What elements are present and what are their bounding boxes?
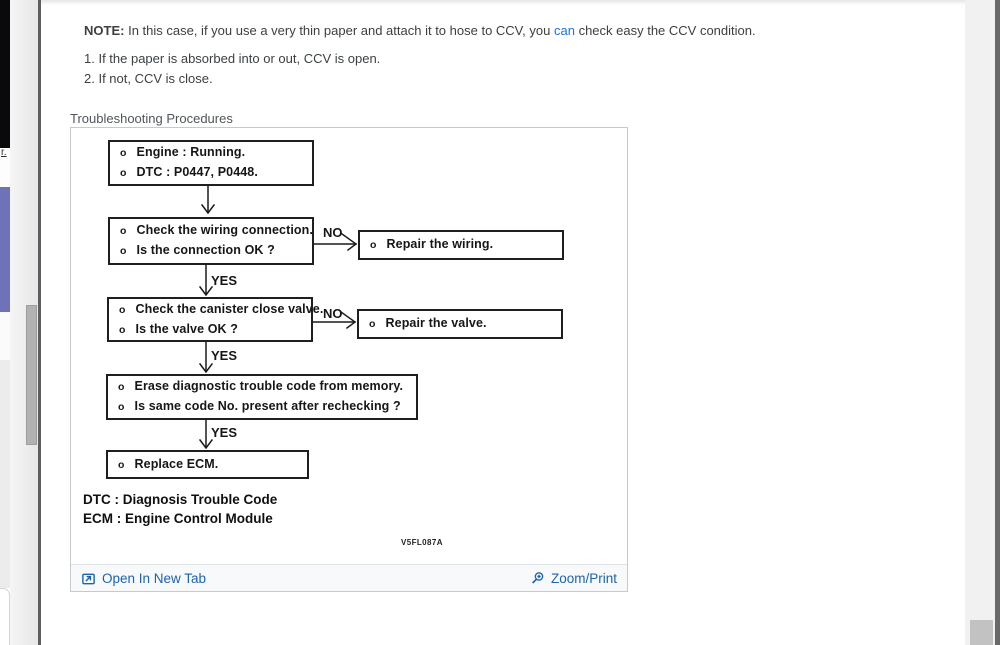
bullet: o xyxy=(120,225,127,237)
note-item-1: 1. If the paper is absorbed into or out,… xyxy=(84,51,381,66)
right-scrollbar-thumb[interactable] xyxy=(970,620,993,645)
zoom-print-button[interactable]: Zoom/Print xyxy=(530,571,617,586)
yes-label-3: YES xyxy=(211,425,238,440)
box-replace-ecm-line: Replace ECM. xyxy=(134,456,219,471)
bullet: o xyxy=(120,245,127,257)
box-repair-valve-line: Repair the valve. xyxy=(385,316,487,330)
box-check-valve-line-1: Check the canister close valve. xyxy=(135,301,324,316)
no-label-2: NO xyxy=(323,306,343,321)
background-window-sliver-purple xyxy=(0,187,10,499)
bullet: o xyxy=(118,458,125,471)
flowchart-box-check-valve: o Check the canister close valve. o Is the… xyxy=(107,297,323,342)
flowchart-box-check-wiring: o Check the wiring connection. o Is the co… xyxy=(108,217,314,265)
box-erase-code-line-1: Erase diagnostic trouble code from memor… xyxy=(134,379,404,393)
flowchart-box-replace-ecm: o Replace ECM. xyxy=(106,450,309,479)
legend-ecm: ECM : Engine Control Module xyxy=(83,511,273,526)
yes-label-1: YES xyxy=(211,273,238,288)
box-check-wiring-line-2: Is the connection OK ? xyxy=(136,243,275,257)
box-start-line-1: Engine : Running. xyxy=(136,145,246,159)
flowchart-box-repair-valve: o Repair the valve. xyxy=(357,309,563,339)
box-check-valve-line-2: Is the valve OK ? xyxy=(135,321,238,336)
open-in-new-tab-icon xyxy=(82,573,95,584)
bullet: o xyxy=(119,303,126,316)
note-text-before: In this case, if you use a very thin pap… xyxy=(128,23,551,38)
left-scrollbar-thumb[interactable] xyxy=(26,305,37,445)
figure-toolbar: Open In New Tab Zoom/Print xyxy=(71,564,627,591)
open-in-new-tab-button[interactable]: Open In New Tab xyxy=(81,571,206,586)
note-paragraph: NOTE: In this case, if you use a very th… xyxy=(84,23,944,38)
flowchart-box-erase-code: o Erase diagnostic trouble code from memo… xyxy=(106,374,418,420)
background-window-sliver-gray xyxy=(0,360,10,588)
note-link-word[interactable]: can xyxy=(553,23,575,38)
right-scrollbar-track[interactable] xyxy=(965,0,995,645)
yes-label-2: YES xyxy=(211,348,238,363)
bullet: o xyxy=(120,147,127,159)
top-shadow xyxy=(41,0,965,5)
legend-dtc: DTC : Diagnosis Trouble Code xyxy=(83,492,278,507)
bullet: o xyxy=(118,381,125,393)
figure-code: V5FL087A xyxy=(401,538,443,547)
note-label: NOTE: xyxy=(84,23,125,38)
zoom-print-label: Zoom/Print xyxy=(550,570,617,586)
box-check-wiring-line-1: Check the wiring connection. xyxy=(136,223,313,237)
window-divider xyxy=(38,0,41,645)
bullet: o xyxy=(119,323,126,336)
bullet: o xyxy=(369,318,376,330)
background-window-sliver-white xyxy=(0,312,10,360)
bullet: o xyxy=(120,167,127,179)
background-window-sliver-light xyxy=(0,148,10,187)
zoom-in-icon xyxy=(531,571,544,584)
left-panel-strip xyxy=(10,0,38,645)
box-erase-code-line-2: Is same code No. present after recheckin… xyxy=(134,399,401,413)
box-repair-wiring-line: Repair the wiring. xyxy=(386,237,494,251)
background-window-corner xyxy=(0,588,10,645)
section-title: Troubleshooting Procedures xyxy=(70,111,233,126)
flowchart-box-repair-wiring: o Repair the wiring. xyxy=(358,230,564,260)
clipped-link-fragment: r. xyxy=(1,147,7,158)
bullet: o xyxy=(118,401,125,413)
open-in-new-tab-label: Open In New Tab xyxy=(102,570,207,586)
bullet: o xyxy=(370,239,377,251)
note-text-after: check easy the CCV condition. xyxy=(578,23,756,38)
note-item-2: 2. If not, CCV is close. xyxy=(84,71,213,86)
box-start-line-2: DTC : P0447, P0448. xyxy=(136,165,258,179)
window-edge xyxy=(995,0,1000,645)
no-label-1: NO xyxy=(323,225,343,240)
background-window-sliver-dark xyxy=(0,0,10,148)
